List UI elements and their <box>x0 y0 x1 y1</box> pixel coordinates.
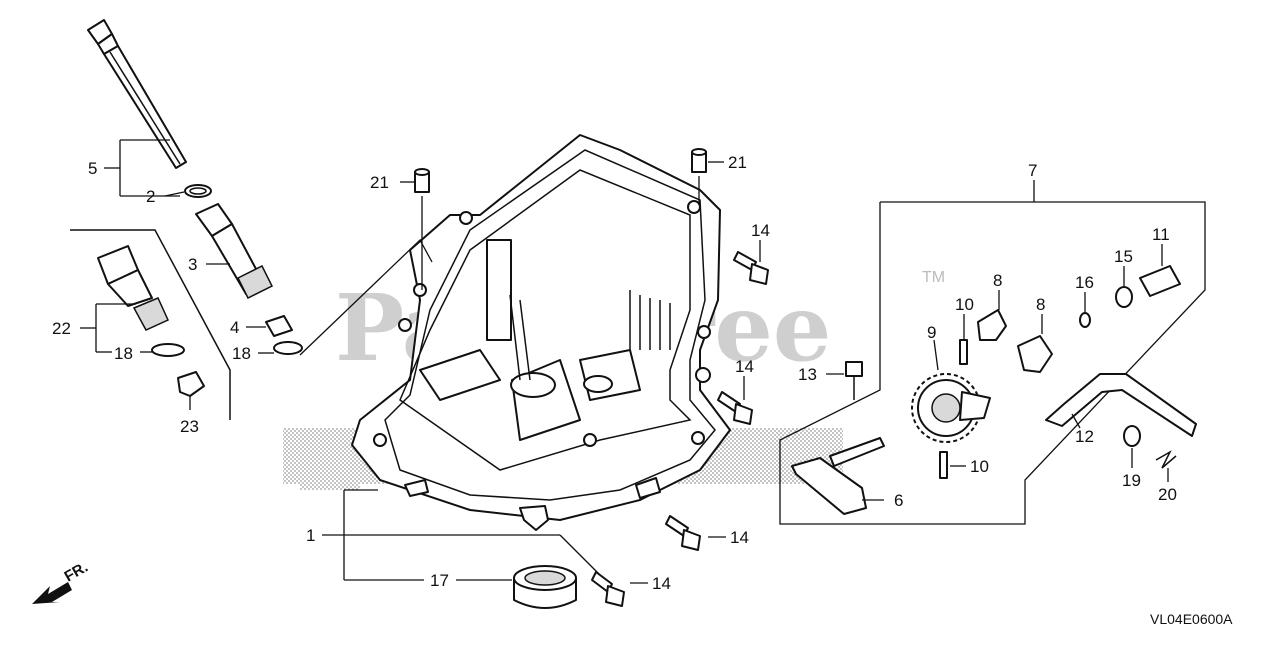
trademark: TM <box>922 269 945 286</box>
washer-part-15 <box>1115 286 1133 308</box>
callout-10a: 10 <box>955 295 974 314</box>
bolt-14c <box>665 515 701 551</box>
callout-20: 20 <box>1158 485 1177 504</box>
callout-5: 5 <box>88 159 97 178</box>
washer-part-18a <box>273 341 303 355</box>
pin-10a <box>959 339 968 365</box>
oil-seal-part <box>513 565 577 609</box>
governor-arm-part <box>1045 373 1197 437</box>
bolt-14a <box>733 251 769 285</box>
callout-6: 6 <box>894 491 903 510</box>
callout-3: 3 <box>188 255 197 274</box>
collar-part-11 <box>1139 265 1181 297</box>
callout-17: 17 <box>430 571 449 590</box>
direction-label: FR. <box>62 559 91 586</box>
callout-8b: 8 <box>1036 295 1045 314</box>
callout-14b: 14 <box>735 357 754 376</box>
callout-21a: 21 <box>370 173 389 192</box>
clip-part-16 <box>1079 312 1091 328</box>
callout-16: 16 <box>1075 273 1094 292</box>
callout-21b: 21 <box>728 153 747 172</box>
callout-10b: 10 <box>970 457 989 476</box>
governor-shaft-part <box>791 437 885 515</box>
bolt-14b <box>717 391 753 425</box>
oil-pan-part <box>351 134 731 531</box>
bracket-1 <box>322 489 601 581</box>
callout-22: 22 <box>52 319 71 338</box>
bolt-14d <box>591 571 625 607</box>
dowel-pin-21b <box>691 148 707 173</box>
callout-23: 23 <box>180 417 199 436</box>
callout-18b: 18 <box>114 344 133 363</box>
dipstick-part <box>87 19 187 169</box>
callout-4: 4 <box>230 318 239 337</box>
callout-14c: 14 <box>730 528 749 547</box>
callout-9: 9 <box>927 323 936 342</box>
gear-part <box>911 373 991 443</box>
bracket-5 <box>104 139 180 197</box>
filler-cap-part <box>70 229 231 420</box>
callout-14a: 14 <box>751 221 770 240</box>
callout-8a: 8 <box>993 271 1002 290</box>
pin-10b <box>939 451 948 479</box>
callout-7: 7 <box>1028 161 1037 180</box>
callout-12: 12 <box>1075 427 1094 446</box>
callout-18a: 18 <box>232 344 251 363</box>
dowel-pin-21a <box>414 168 430 193</box>
callout-1: 1 <box>306 526 315 545</box>
governor-bracket-7 <box>779 180 1206 525</box>
bolt-13 <box>845 361 863 400</box>
diagram-code: VL04E0600A <box>1150 611 1233 627</box>
front-arrow-icon <box>32 582 72 604</box>
callout-19: 19 <box>1122 471 1141 490</box>
dipstick-tube-part <box>195 203 274 300</box>
bracket-22 <box>80 303 136 353</box>
callout-11: 11 <box>1152 225 1170 244</box>
spring-part-20 <box>1155 450 1177 469</box>
holder-8a <box>977 309 1007 341</box>
callout-13: 13 <box>798 365 817 384</box>
clip-part-4 <box>265 315 293 337</box>
callout-15: 15 <box>1114 247 1133 266</box>
o-ring-part <box>184 184 212 198</box>
holder-8b <box>1017 335 1053 373</box>
callout-2: 2 <box>146 187 155 206</box>
callout-14d: 14 <box>652 574 671 593</box>
washer-part-19 <box>1123 425 1141 447</box>
